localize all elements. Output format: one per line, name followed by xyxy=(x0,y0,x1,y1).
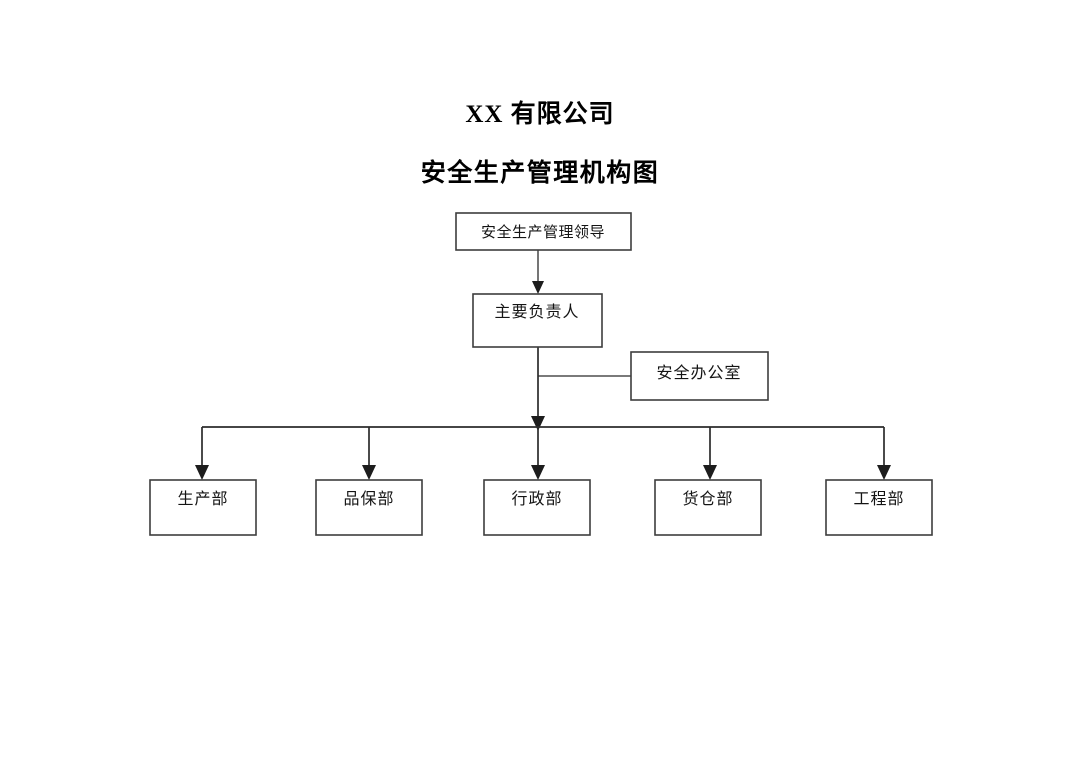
node-label-dept5: 工程部 xyxy=(853,490,904,508)
node-department-engineering[interactable]: 工程部 xyxy=(825,479,933,536)
arrowhead-leader-to-chief xyxy=(532,281,544,294)
node-label-dept2: 品保部 xyxy=(343,490,394,508)
document-title-line-2: 安全生产管理机构图 xyxy=(421,158,660,187)
node-box-dept5 xyxy=(825,479,933,536)
node-label-dept3: 行政部 xyxy=(511,490,562,508)
node-department-quality-assurance[interactable]: 品保部 xyxy=(315,479,423,536)
document-title-line-1: XX 有限公司 xyxy=(465,100,614,128)
arrowhead-dept4 xyxy=(703,465,717,480)
connector-layer xyxy=(195,250,891,480)
arrowhead-dept3 xyxy=(531,465,545,480)
node-label-dept1: 生产部 xyxy=(177,490,228,508)
node-department-administration[interactable]: 行政部 xyxy=(483,479,591,536)
arrowhead-dept2 xyxy=(362,465,376,480)
node-box-dept3 xyxy=(483,479,591,536)
node-box-dept1 xyxy=(149,479,257,536)
node-label-chief: 主要负责人 xyxy=(494,303,579,321)
arrowhead-chief-trunk xyxy=(531,416,545,431)
node-department-warehouse[interactable]: 货仓部 xyxy=(654,479,762,536)
arrowhead-dept1 xyxy=(195,465,209,480)
node-principal-responsible-person[interactable]: 主要负责人 xyxy=(472,293,603,348)
node-label-office: 安全办公室 xyxy=(656,364,741,382)
node-safety-office[interactable]: 安全办公室 xyxy=(630,351,769,401)
node-box-dept4 xyxy=(654,479,762,536)
node-box-dept2 xyxy=(315,479,423,536)
node-box-leader xyxy=(455,212,632,251)
arrowhead-dept5 xyxy=(877,465,891,480)
node-box-chief xyxy=(472,293,603,348)
node-label-leader: 安全生产管理领导 xyxy=(481,223,605,241)
node-department-production[interactable]: 生产部 xyxy=(149,479,257,536)
node-label-dept4: 货仓部 xyxy=(682,490,733,508)
node-box-office xyxy=(630,351,769,401)
node-safety-production-leadership[interactable]: 安全生产管理领导 xyxy=(455,212,632,251)
